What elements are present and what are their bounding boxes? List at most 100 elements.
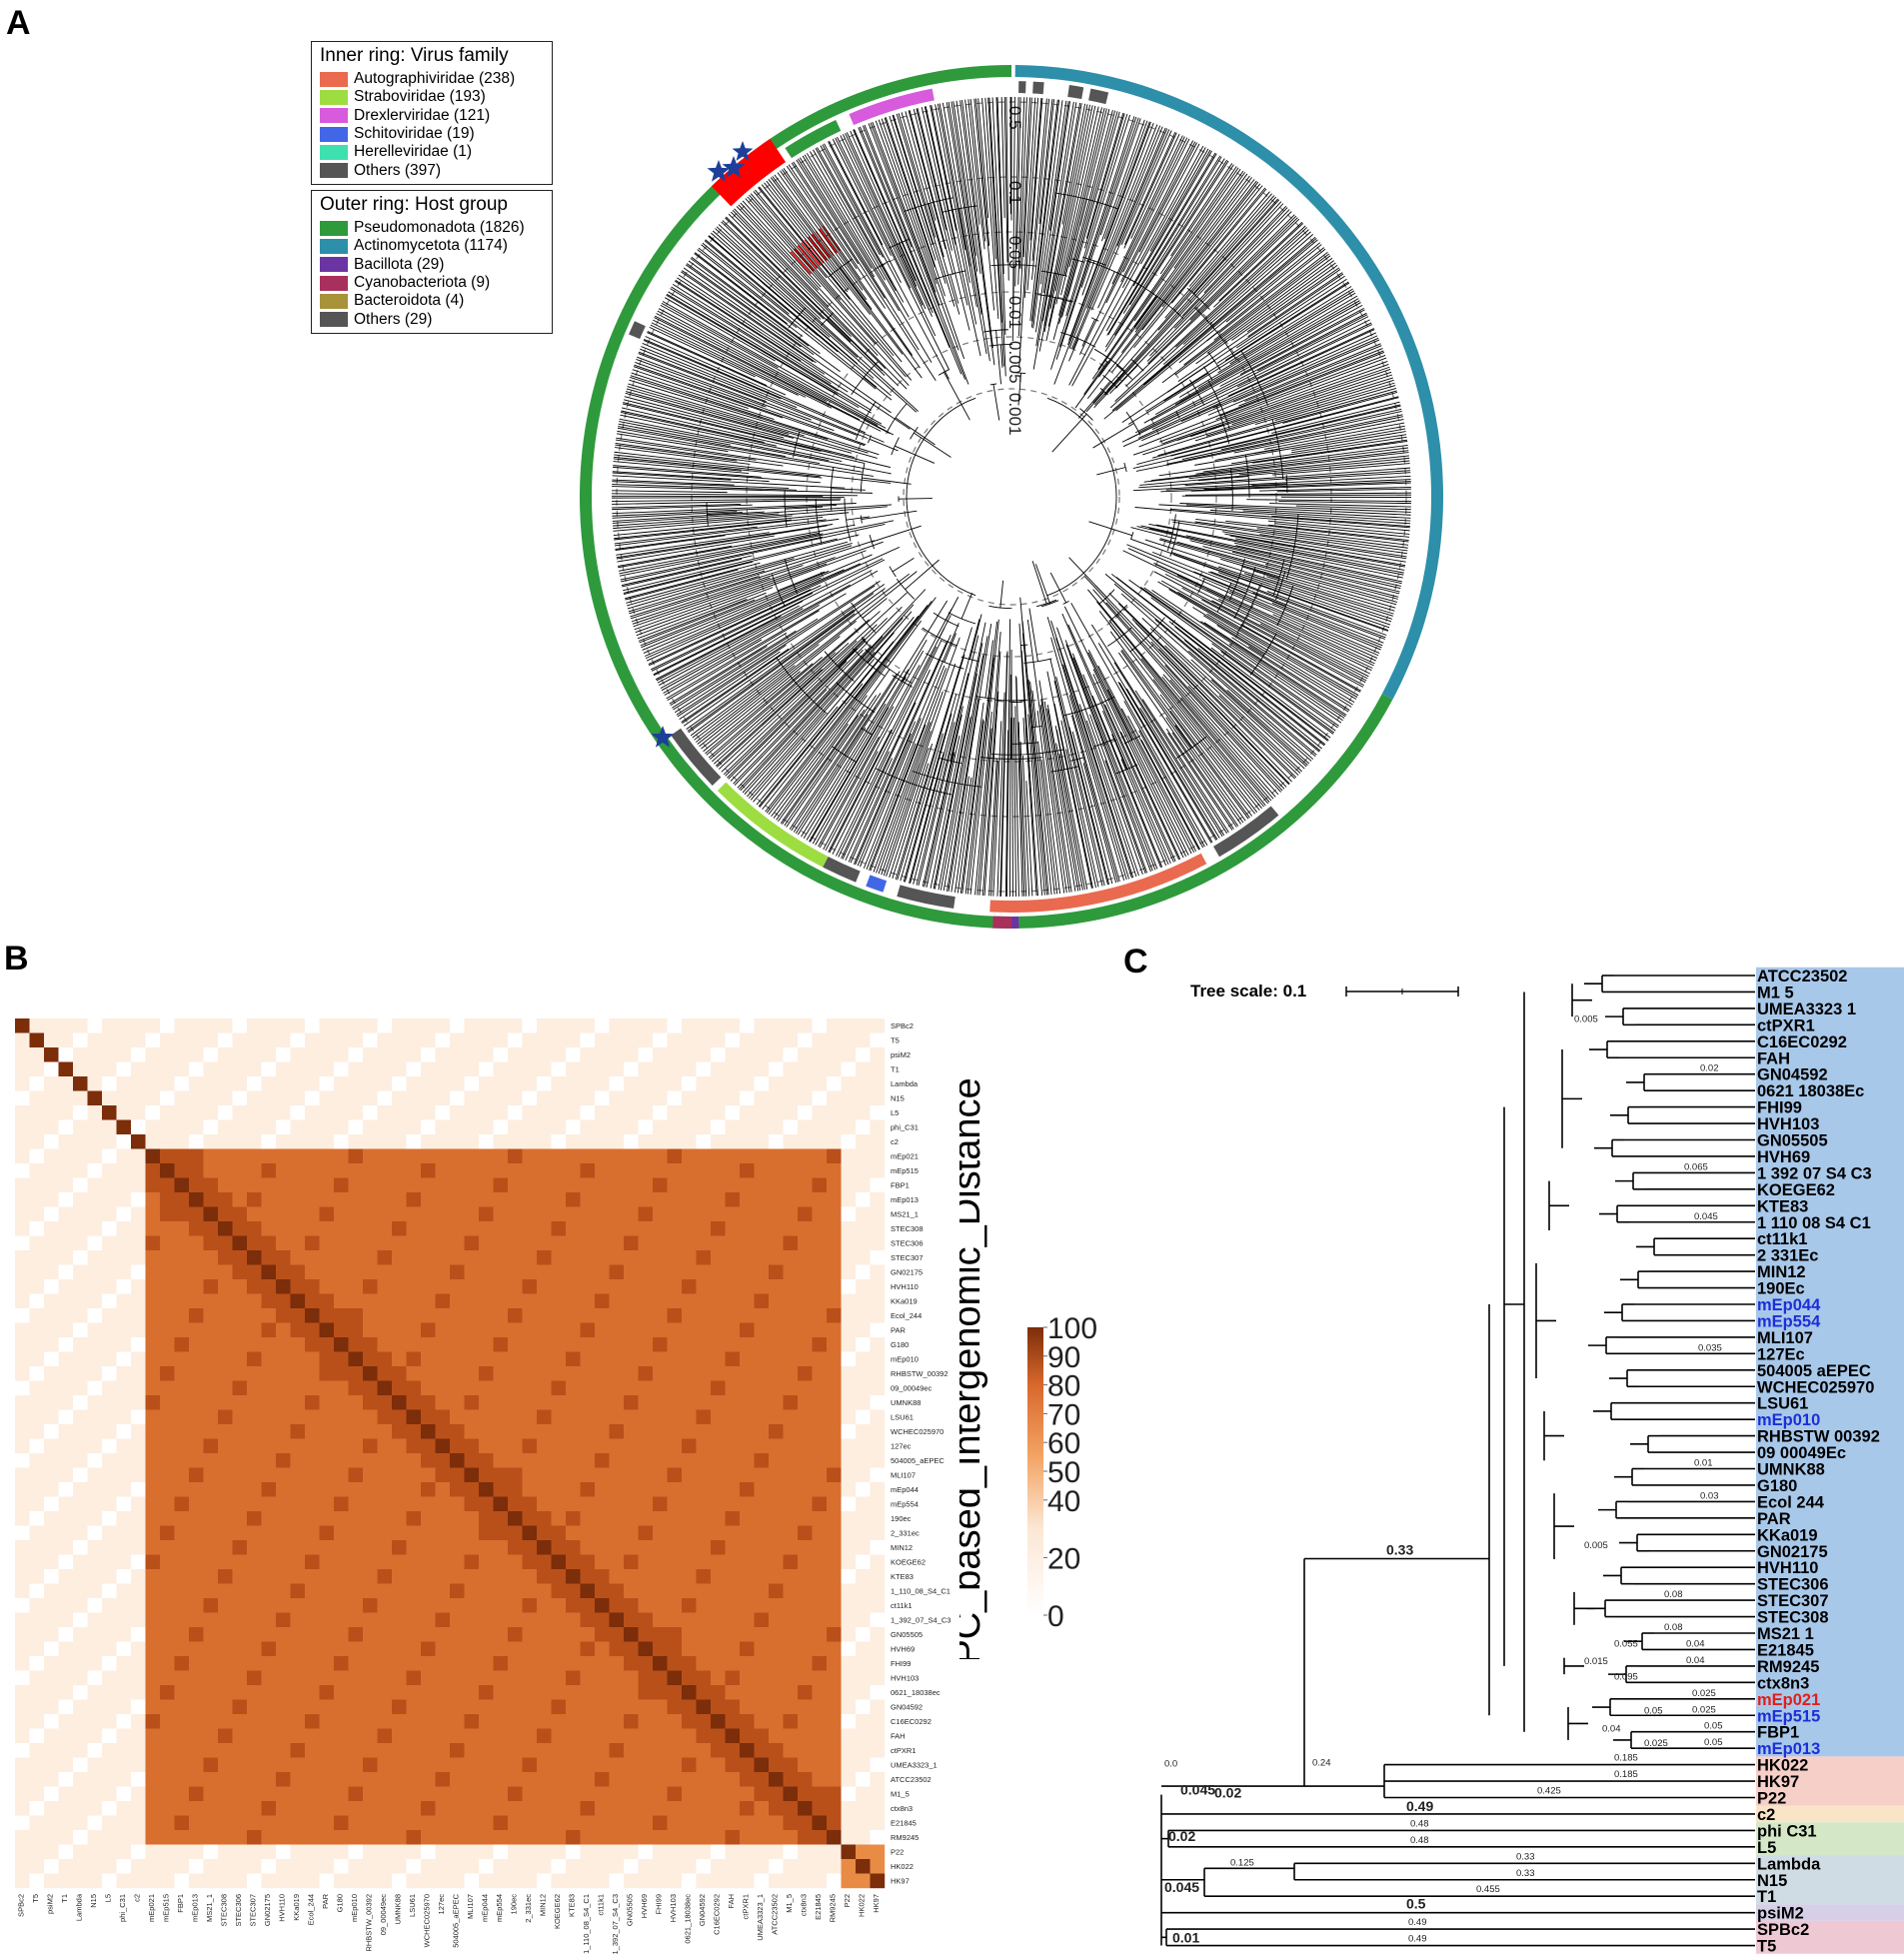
tree-tip-branch	[627, 558, 795, 607]
heatmap-cell	[102, 1627, 117, 1642]
heatmap-cell	[44, 1612, 59, 1628]
heatmap-cell	[638, 1322, 654, 1338]
tree-tip-branch	[613, 456, 823, 479]
heatmap-cell	[580, 1119, 596, 1135]
heatmap-cell	[363, 1496, 378, 1512]
heatmap-cell	[116, 1032, 132, 1048]
tree-tip-branch	[992, 721, 1002, 897]
tree-tip-branch	[1092, 674, 1180, 861]
tree-tip-branch	[1206, 260, 1334, 354]
heatmap-cell	[377, 1743, 393, 1758]
heatmap-cell	[334, 1438, 349, 1454]
heatmap-cell	[783, 1221, 799, 1236]
heatmap-cell	[116, 1105, 132, 1120]
tree-tip-branch	[1106, 152, 1216, 336]
heatmap-cell	[841, 1743, 857, 1758]
heatmap-cell	[87, 1192, 103, 1207]
heatmap-cell	[348, 1366, 364, 1381]
heatmap-cell	[638, 1061, 654, 1077]
heatmap-cell	[827, 1598, 842, 1613]
tree-internal-branch	[1166, 360, 1215, 393]
heatmap-cell	[319, 1612, 335, 1628]
tree-tip-branch	[1065, 113, 1128, 317]
tree-tip-branch	[666, 293, 839, 396]
tree-internal-branch	[1051, 413, 1087, 453]
heatmap-cell	[116, 1337, 132, 1352]
heatmap-cell	[812, 1627, 828, 1642]
heatmap-cell	[145, 1308, 161, 1323]
tree-tip-branch	[623, 534, 860, 594]
tree-tip-branch	[793, 161, 937, 381]
tree-tip-branch	[664, 639, 763, 696]
heatmap-cell	[73, 1786, 88, 1802]
heatmap-cell	[870, 1612, 886, 1628]
heatmap-cell	[841, 1569, 857, 1584]
heatmap-cell	[261, 1250, 277, 1265]
star-marker-icon	[732, 141, 754, 161]
tree-tip-branch	[1099, 118, 1141, 236]
heatmap-cell	[348, 1540, 364, 1555]
tree-internal-arc	[828, 258, 853, 278]
heatmap-cell	[696, 1467, 712, 1483]
heatmap-cell	[464, 1859, 480, 1874]
heatmap-cell	[696, 1830, 712, 1845]
tree-tip-branch	[1192, 607, 1353, 706]
heatmap-cell	[203, 1511, 219, 1526]
heatmap-cell	[319, 1221, 335, 1236]
heatmap-cell	[247, 1656, 262, 1671]
heatmap-cell	[58, 1743, 74, 1758]
heatmap-cell	[624, 1467, 639, 1483]
tree-tip-branch	[774, 174, 868, 301]
heatmap-cell	[667, 1235, 683, 1251]
heatmap-cell	[769, 1757, 784, 1773]
heatmap-cell	[812, 1482, 828, 1497]
tree-tip-branch	[634, 541, 884, 631]
tree-tip-branch	[657, 310, 894, 436]
heatmap-cell	[711, 1699, 726, 1715]
heatmap-cell	[232, 1540, 248, 1555]
heatmap-cell	[305, 1409, 320, 1425]
heatmap-cell	[783, 1583, 799, 1599]
heatmap-cell	[870, 1235, 886, 1251]
heatmap-cell	[725, 1322, 741, 1338]
heatmap-cell	[638, 1786, 654, 1802]
tree-tip-branch	[1124, 131, 1176, 245]
heatmap-cell	[725, 1859, 741, 1874]
heatmap-cell	[319, 1119, 335, 1135]
tree-internal-branch	[1049, 572, 1067, 604]
heatmap-cell	[493, 1583, 509, 1599]
heatmap-cell	[334, 1395, 349, 1410]
heatmap-cell	[812, 1076, 828, 1091]
heatmap-cell	[682, 1018, 697, 1033]
heatmap-cell	[537, 1018, 552, 1033]
heatmap-cell	[870, 1670, 886, 1686]
heatmap-cell	[522, 1467, 538, 1483]
heatmap-cell	[73, 1511, 88, 1526]
heatmap-cell	[856, 1206, 871, 1222]
heatmap-cell	[464, 1728, 480, 1744]
heatmap-cell	[667, 1641, 683, 1657]
heatmap-row-label: psiM2	[891, 1050, 911, 1059]
heatmap-cell	[247, 1424, 262, 1439]
heatmap-cell	[580, 1627, 596, 1642]
heatmap-cell	[711, 1525, 726, 1541]
heatmap-cell	[798, 1061, 813, 1077]
heatmap-cell	[711, 1801, 726, 1816]
tree-tip-branch	[931, 105, 977, 325]
heatmap-cell	[696, 1583, 712, 1599]
tree-tip-branch	[622, 558, 743, 588]
heatmap-cell	[232, 1308, 248, 1323]
heatmap-cell	[160, 1438, 175, 1454]
heatmap-cell	[624, 1598, 639, 1613]
heatmap-cell	[392, 1351, 407, 1367]
tree-internal-branch	[944, 633, 956, 663]
heatmap-cell	[580, 1467, 596, 1483]
heatmap-cell	[479, 1772, 494, 1787]
tree-tip-branch	[1233, 542, 1403, 579]
heatmap-cell	[290, 1076, 306, 1091]
heatmap-cell	[464, 1032, 480, 1048]
heatmap-cell	[522, 1395, 538, 1410]
heatmap-cell	[624, 1554, 639, 1570]
tree-tip-branch	[881, 118, 965, 360]
tree-tip-branch	[1120, 650, 1244, 824]
